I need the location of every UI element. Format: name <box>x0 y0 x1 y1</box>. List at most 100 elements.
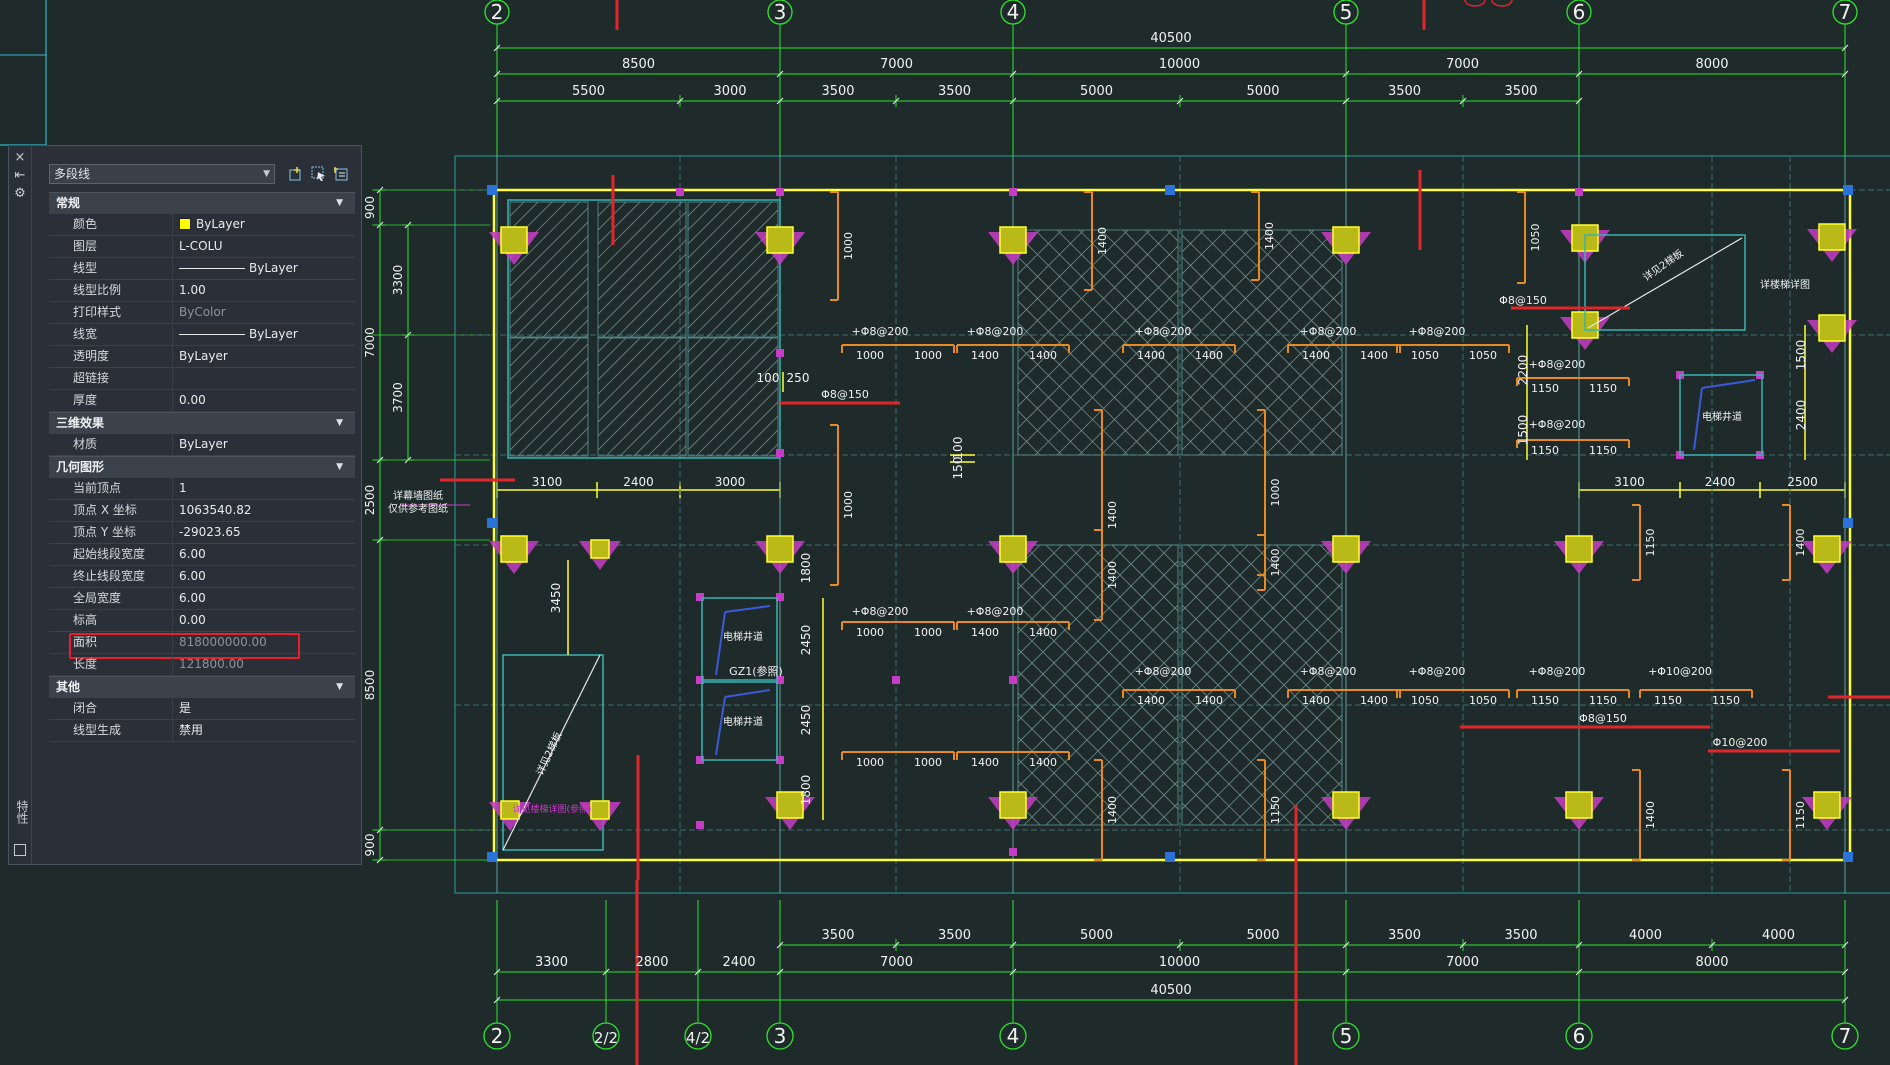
property-name: 线型比例 <box>49 280 173 301</box>
elevator-dim-text: 1800 <box>799 775 813 806</box>
property-value[interactable]: ByLayer <box>173 434 355 455</box>
hatch-lines <box>598 338 686 456</box>
property-value[interactable]: 1 <box>173 478 355 499</box>
rebar-label: +Φ8@200 <box>1300 325 1357 338</box>
rebar-label: +Φ8@200 <box>852 325 909 338</box>
node-marker <box>776 188 784 196</box>
property-value[interactable]: ByLayer <box>173 324 355 345</box>
dim-text: 2500 <box>363 485 377 516</box>
section-header[interactable]: 三维效果▼ <box>49 412 355 434</box>
hatch-line <box>619 389 686 456</box>
property-value[interactable]: ByColor <box>173 302 355 323</box>
hatch-line <box>598 202 641 245</box>
quick-select-icon[interactable] <box>333 166 349 182</box>
property-value[interactable]: ByLayer <box>173 346 355 367</box>
section-header[interactable]: 几何图形▼ <box>49 456 355 478</box>
auto-hide-icon[interactable]: ⇤ <box>14 168 26 183</box>
collapse-icon[interactable]: ▼ <box>336 682 343 692</box>
property-name: 线宽 <box>49 324 173 345</box>
rebar-dim-text: 1150 <box>1531 444 1559 457</box>
note-label: GZ1(参照) <box>729 664 783 678</box>
property-value[interactable]: ByLayer <box>173 258 355 279</box>
property-value[interactable]: 121800.00 <box>173 654 355 675</box>
close-icon[interactable]: × <box>14 150 26 165</box>
hatch-line <box>633 403 686 456</box>
hatch-region <box>509 337 589 457</box>
rebar-dim-text: 1400 <box>1195 694 1223 707</box>
property-name: 全局宽度 <box>49 588 173 609</box>
hatch-line <box>1045 545 1178 678</box>
section-header[interactable]: 常规 ▼ <box>49 192 355 214</box>
property-row[interactable]: 线型生成禁用 <box>49 720 355 742</box>
property-value[interactable]: L-COLU <box>173 236 355 257</box>
property-row[interactable]: 闭合是 <box>49 698 355 720</box>
property-value[interactable]: -29023.65 <box>173 522 355 543</box>
collapse-icon[interactable]: ▼ <box>336 198 343 208</box>
hatch-line <box>1182 322 1315 455</box>
elevator-mark <box>715 611 726 676</box>
dim-arrow <box>676 97 684 105</box>
select-objects-icon[interactable] <box>311 166 327 182</box>
property-value[interactable]: 6.00 <box>173 544 355 565</box>
object-type-dropdown[interactable]: 多段线▼ <box>49 164 275 184</box>
hatch-line <box>723 401 778 456</box>
elevator-mark <box>715 696 726 756</box>
rebar-label: +Φ8@200 <box>1409 665 1466 678</box>
collapse-icon[interactable]: ▼ <box>336 462 343 472</box>
property-value[interactable]: 1063540.82 <box>173 500 355 521</box>
palette-menu-icon[interactable] <box>14 844 26 856</box>
note-label: 仅供参考图纸 <box>388 502 448 515</box>
collapse-icon[interactable]: ▼ <box>336 418 343 428</box>
hatch-line <box>1067 545 1178 656</box>
hatch-line <box>1182 230 1227 275</box>
property-value[interactable]: 是 <box>173 698 355 719</box>
property-value[interactable]: 1.00 <box>173 280 355 301</box>
hatch-line <box>510 207 588 287</box>
rebar-dim-text: 1050 <box>1469 694 1497 707</box>
property-value[interactable]: 6.00 <box>173 566 355 587</box>
hatch-region <box>509 201 589 338</box>
property-value[interactable]: 818000000.00 <box>173 632 355 653</box>
palette-options-icon[interactable]: ⚙ <box>14 186 26 201</box>
property-value[interactable]: 0.00 <box>173 390 355 411</box>
property-value[interactable]: 6.00 <box>173 588 355 609</box>
property-value[interactable]: ByLayer <box>173 214 355 235</box>
dim-text: 4000 <box>1629 928 1662 943</box>
property-value[interactable]: 禁用 <box>173 720 355 741</box>
section-header[interactable]: 其他▼ <box>49 676 355 698</box>
hatch-line <box>1018 300 1173 455</box>
hatch-lines <box>688 338 778 456</box>
grid-bubble-label: 5 <box>1340 1024 1353 1048</box>
section-title: 常规 <box>56 196 81 210</box>
toggle-pickadd-icon[interactable] <box>289 166 305 182</box>
dim-arrow <box>776 941 784 949</box>
property-value[interactable]: 0.00 <box>173 610 355 631</box>
hatch-line <box>598 202 669 273</box>
property-value[interactable] <box>173 368 355 389</box>
property-row[interactable]: 超链接 <box>49 368 355 390</box>
property-name: 颜色 <box>49 214 173 235</box>
palette-title-strip[interactable]: × ⇤ ⚙ 特性 <box>9 146 32 864</box>
property-value-text: 818000000.00 <box>179 635 267 649</box>
rebar-dim-text: 1150 <box>1531 382 1559 395</box>
property-row[interactable]: 顶点 Y 坐标-29023.65 <box>49 522 355 544</box>
